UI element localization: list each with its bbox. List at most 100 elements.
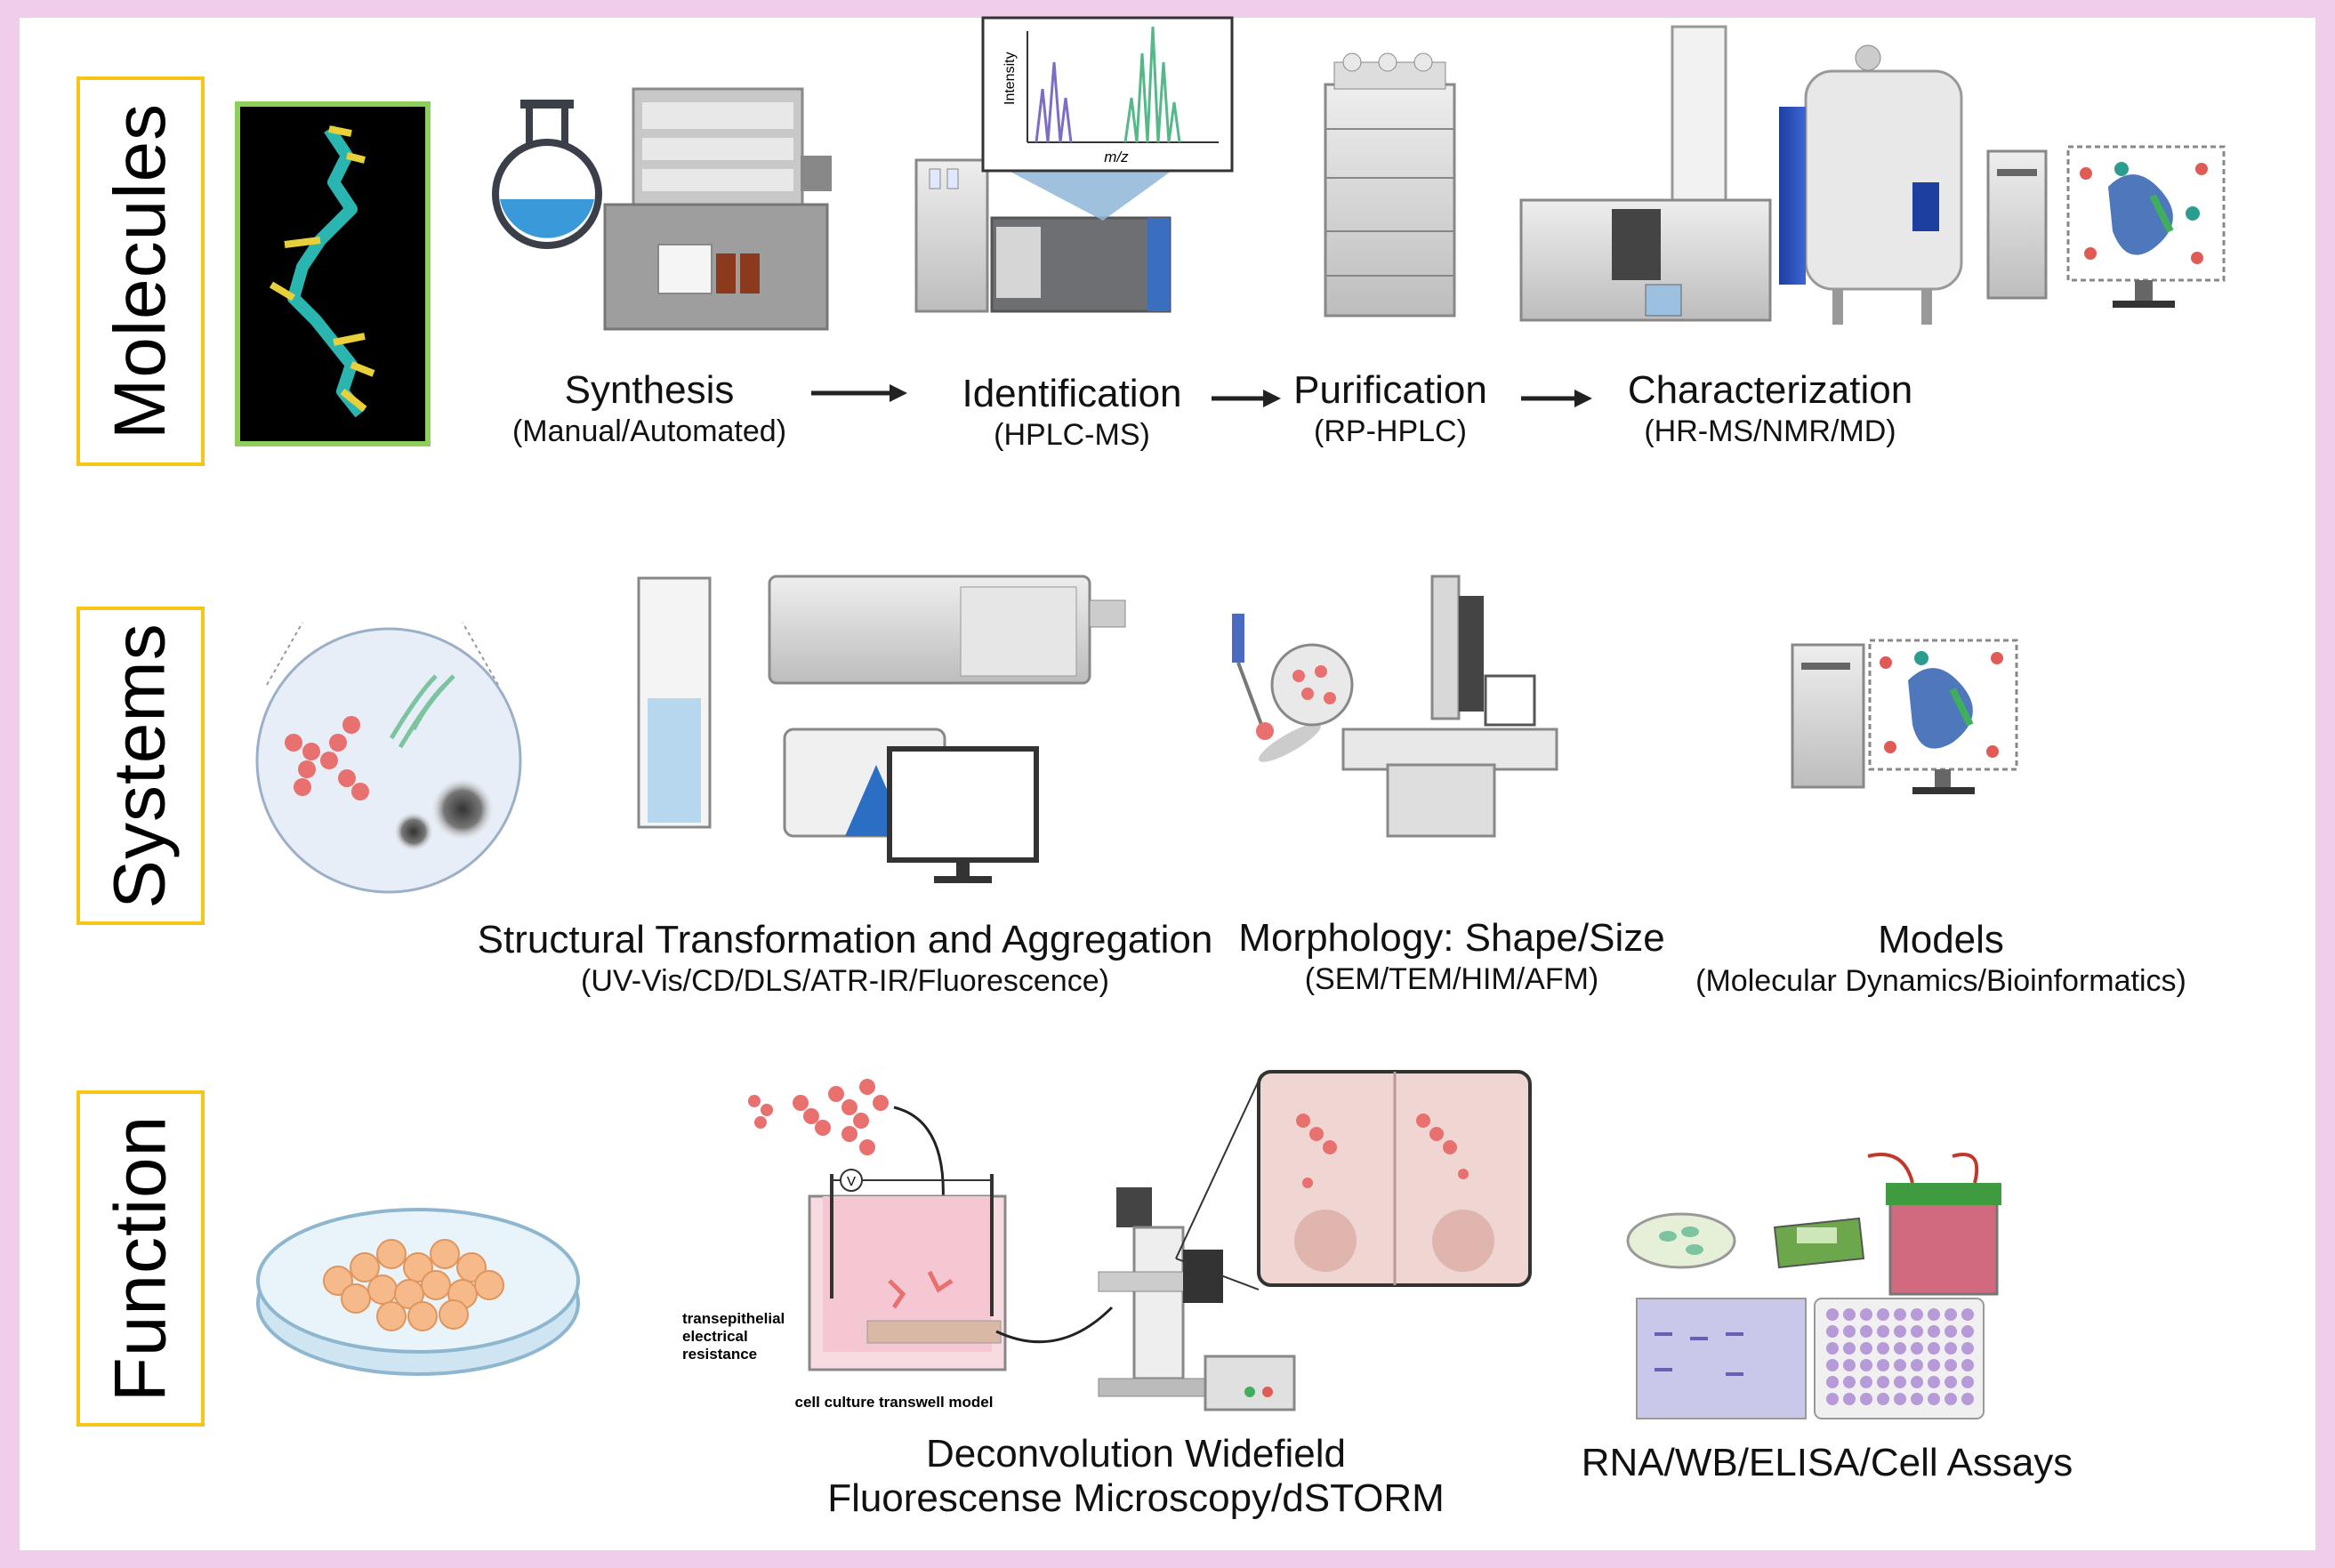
hplc-stack-icon bbox=[1324, 52, 1456, 318]
transwell-caption: cell culture transwell model bbox=[795, 1394, 994, 1411]
step-morphology-sub: (SEM/TEM/HIM/AFM) bbox=[1304, 962, 1599, 996]
elisa-well bbox=[1843, 1342, 1856, 1355]
fluorescence-microscope-icon bbox=[1098, 1187, 1223, 1397]
elisa-well bbox=[1928, 1359, 1940, 1371]
petri-dish-icon bbox=[256, 1208, 580, 1376]
self-assembly-zoom-circle bbox=[255, 622, 522, 894]
step-structural-title: Structural Transformation and Aggregatio… bbox=[477, 918, 1213, 961]
hplc-ms-instrument-icon bbox=[914, 158, 1172, 313]
spectrophotometer-icon bbox=[1773, 1217, 1865, 1269]
teer-line-1: transepithelial bbox=[682, 1310, 785, 1327]
elisa-well bbox=[1843, 1325, 1856, 1338]
cell-zoom-inset bbox=[1175, 1070, 1532, 1291]
row-label-systems: Systems bbox=[76, 607, 205, 925]
elisa-well bbox=[1877, 1342, 1889, 1355]
row-label-molecules: Molecules bbox=[76, 76, 205, 466]
addition-arrow bbox=[893, 1106, 945, 1206]
peptide-structure-image bbox=[235, 101, 431, 446]
elisa-well bbox=[1860, 1342, 1872, 1355]
elisa-well bbox=[1894, 1308, 1906, 1321]
elisa-well bbox=[1928, 1376, 1940, 1388]
step-purification-title: Purification bbox=[1293, 368, 1487, 412]
elisa-well bbox=[1826, 1359, 1839, 1371]
elisa-well bbox=[1961, 1325, 1974, 1338]
step-models-title: Models bbox=[1878, 918, 2004, 961]
elisa-well bbox=[1826, 1342, 1839, 1355]
elisa-well bbox=[1911, 1393, 1923, 1405]
step-microscopy-sub: Fluorescense Microscopy/dSTORM bbox=[827, 1476, 1445, 1520]
teer-line-2: electrical bbox=[682, 1328, 748, 1345]
md-simulation-computer-icon bbox=[1986, 145, 2226, 308]
step-microscopy-title: Deconvolution Widefield bbox=[925, 1432, 1347, 1476]
elisa-well bbox=[1944, 1359, 1957, 1371]
ms-ylabel: Intensity bbox=[1002, 52, 1018, 105]
elisa-well bbox=[1894, 1325, 1906, 1338]
step-morphology: Morphology: Shape/Size (SEM/TEM/HIM/AFM) bbox=[1238, 916, 1664, 998]
monitor-icon bbox=[887, 746, 1039, 883]
elisa-well bbox=[1894, 1393, 1906, 1405]
peptide-synthesizer-icon bbox=[603, 87, 832, 331]
elisa-plate-icon bbox=[1814, 1298, 1985, 1419]
electron-microscope-icon bbox=[1341, 575, 1558, 838]
elisa-well bbox=[1843, 1359, 1856, 1371]
step-characterization: Characterization (HR-MS/NMR/MD) bbox=[1628, 368, 1912, 450]
elisa-well bbox=[1860, 1376, 1872, 1388]
elisa-well bbox=[1877, 1308, 1889, 1321]
elisa-well bbox=[1894, 1342, 1906, 1355]
teer-line-3: resistance bbox=[682, 1346, 757, 1363]
elisa-well bbox=[1911, 1325, 1923, 1338]
aggregate-particles bbox=[748, 1079, 889, 1155]
step-models-sub: (Molecular Dynamics/Bioinformatics) bbox=[1695, 964, 2186, 998]
mass-spectrum-inset: Intensity m/z bbox=[981, 16, 1234, 221]
agar-plate-icon bbox=[1626, 1212, 1736, 1269]
ms-xlabel: m/z bbox=[1104, 149, 1129, 165]
step-structural-sub: (UV-Vis/CD/DLS/ATR-IR/Fluorescence) bbox=[581, 964, 1109, 998]
elisa-well bbox=[1961, 1359, 1974, 1371]
sample-zoom-circle bbox=[1270, 643, 1354, 727]
step-synthesis-sub: (Manual/Automated) bbox=[511, 414, 787, 448]
pipette-icon bbox=[1232, 614, 1321, 762]
elisa-well bbox=[1911, 1308, 1923, 1321]
elisa-well bbox=[1911, 1376, 1923, 1388]
models-computer-icon bbox=[1791, 639, 2018, 794]
cuvette-icon bbox=[637, 576, 712, 829]
elisa-well bbox=[1843, 1308, 1856, 1321]
elisa-well bbox=[1944, 1393, 1957, 1405]
hr-ms-instrument-icon bbox=[1519, 25, 1772, 322]
spectrometer-icon bbox=[768, 575, 1126, 685]
step-identification: Identification (HPLC-MS) bbox=[962, 372, 1181, 454]
step-synthesis: Synthesis (Manual/Automated) bbox=[512, 368, 786, 450]
elisa-well bbox=[1877, 1359, 1889, 1371]
elisa-well bbox=[1877, 1325, 1889, 1338]
elisa-well bbox=[1877, 1393, 1889, 1405]
elisa-well bbox=[1860, 1359, 1872, 1371]
light-source-box-icon bbox=[1204, 1355, 1296, 1411]
elisa-well bbox=[1826, 1325, 1839, 1338]
step-characterization-title: Characterization bbox=[1627, 368, 1913, 412]
step-microscopy: Deconvolution Widefield Fluorescense Mic… bbox=[827, 1432, 1445, 1521]
elisa-well bbox=[1826, 1376, 1839, 1388]
elisa-well bbox=[1894, 1359, 1906, 1371]
electrophoresis-tank-icon bbox=[1867, 1153, 2001, 1296]
step-purification-sub: (RP-HPLC) bbox=[1314, 414, 1467, 448]
elisa-well bbox=[1860, 1393, 1872, 1405]
step-structural: Structural Transformation and Aggregatio… bbox=[478, 918, 1213, 1000]
elisa-well bbox=[1911, 1342, 1923, 1355]
step-morphology-title: Morphology: Shape/Size bbox=[1238, 916, 1665, 960]
step-identification-sub: (HPLC-MS) bbox=[994, 418, 1150, 452]
elisa-well bbox=[1961, 1393, 1974, 1405]
step-assays-title: RNA/WB/ELISA/Cell Assays bbox=[1581, 1441, 2073, 1484]
workflow-arrows bbox=[811, 384, 1592, 407]
elisa-well bbox=[1944, 1308, 1957, 1321]
western-blot-gel-icon bbox=[1636, 1298, 1807, 1419]
elisa-well bbox=[1826, 1308, 1839, 1321]
voltmeter-label: V bbox=[847, 1174, 856, 1189]
elisa-well bbox=[1877, 1376, 1889, 1388]
step-characterization-sub: (HR-MS/NMR/MD) bbox=[1644, 414, 1896, 448]
nmr-spectrometer-icon bbox=[1779, 44, 1963, 325]
elisa-well bbox=[1944, 1325, 1957, 1338]
elisa-well bbox=[1894, 1376, 1906, 1388]
elisa-well bbox=[1961, 1342, 1974, 1355]
elisa-well bbox=[1944, 1342, 1957, 1355]
